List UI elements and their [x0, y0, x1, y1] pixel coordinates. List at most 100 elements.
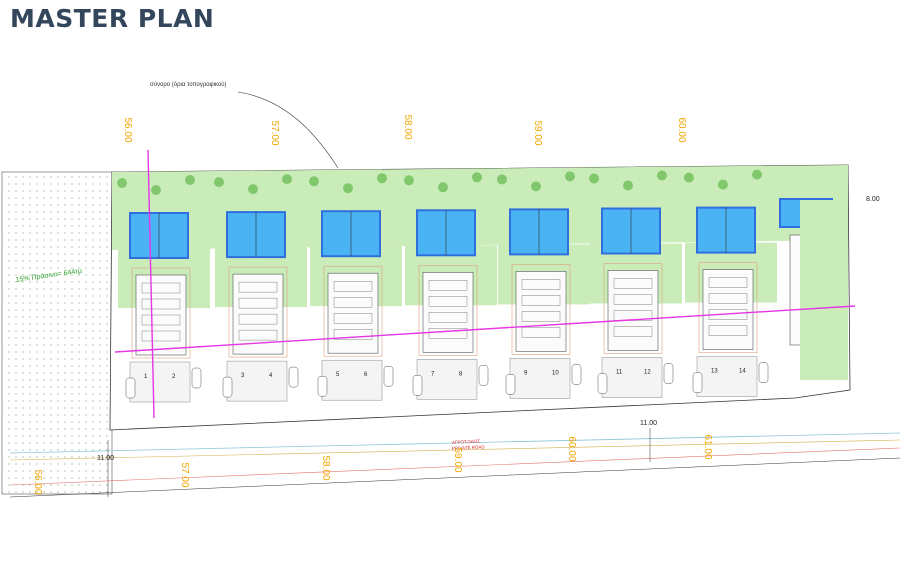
tree [472, 172, 482, 183]
room-outline [141, 282, 181, 294]
room-outline [708, 325, 748, 336]
contour-label: 60.00 [676, 117, 687, 142]
tree [589, 173, 599, 184]
unit-number: 5 [336, 372, 340, 378]
car [571, 364, 582, 385]
tree [343, 183, 353, 194]
boundary-leader-line [237, 91, 339, 169]
room-outline [521, 327, 561, 338]
unit-number: 8 [459, 371, 463, 377]
tree [752, 169, 762, 180]
unit-number: 14 [739, 369, 746, 375]
room-outline [333, 329, 373, 340]
parking-area [696, 356, 758, 397]
unit-number: 7 [431, 371, 435, 377]
tree [117, 178, 127, 188]
villa-row: 123456789101112131415 [117, 169, 833, 403]
car [758, 362, 769, 383]
room-outline [521, 279, 561, 290]
tree [309, 176, 319, 187]
car [383, 365, 394, 387]
room-outline [521, 311, 561, 322]
tree [565, 171, 575, 182]
tree [404, 175, 414, 186]
car [505, 374, 516, 395]
room-outline [333, 297, 373, 308]
tree [684, 172, 694, 183]
unit-number: 2 [172, 374, 176, 380]
room-outline [141, 314, 181, 326]
tree [438, 182, 448, 193]
unit-number: 9 [524, 370, 528, 376]
building-envelope [228, 266, 288, 358]
dotted-green-field [1, 171, 113, 495]
road-note-1: ΑΓΡΟΤ.ΟΔΟΣ [452, 439, 481, 445]
room-outline [428, 296, 468, 307]
contour-label: 57.00 [179, 462, 190, 487]
tree [377, 173, 387, 184]
tree [248, 184, 258, 195]
room-outline [141, 298, 181, 310]
tree [497, 174, 507, 185]
section-line-vertical [147, 149, 155, 419]
room-outline [238, 297, 278, 309]
room-outline [333, 281, 373, 292]
contour-label: 58.00 [320, 455, 331, 480]
building-envelope [511, 264, 571, 355]
building-envelope [131, 267, 191, 359]
end-lot-green [800, 200, 848, 380]
room-outline [708, 293, 748, 304]
parking-area [416, 359, 478, 400]
contour-label: 59.00 [532, 120, 543, 145]
contour-label: 60.00 [566, 436, 577, 461]
parking-area [226, 360, 288, 402]
car [191, 367, 202, 389]
contour-labels-bottom: 56.00 57.00 58.00 59.00 60.00 61.00 [32, 434, 713, 494]
car [478, 365, 489, 386]
boundary-note: σύνορο (όρια τοπογραφικού) [150, 81, 227, 88]
contour-label: 58.00 [402, 114, 413, 139]
parking-area [129, 361, 191, 403]
parking-area [321, 359, 383, 401]
unit-number: 1 [144, 374, 148, 380]
private-road [9, 432, 900, 498]
top-green-strip [112, 165, 848, 250]
contour-label: 61.00 [702, 434, 713, 459]
road-note-2: PRIVATE ROAD [452, 444, 486, 451]
car [222, 376, 233, 398]
room-outline [428, 280, 468, 291]
room-outline [428, 328, 468, 339]
unit-number: 13 [711, 369, 718, 375]
villa-block: 9 10 [497, 171, 590, 399]
contour-label: 56.00 [32, 469, 43, 494]
section-line-horizontal [114, 305, 856, 353]
road-width-left: 11.00 [97, 455, 114, 462]
tree [185, 175, 195, 185]
unit-number: 10 [552, 370, 559, 376]
car [317, 375, 328, 397]
room-outline [521, 295, 561, 306]
room-outline [238, 313, 278, 325]
room-outline [238, 329, 278, 341]
unit-number: 12 [644, 370, 651, 376]
tree [151, 185, 161, 195]
tree [657, 170, 667, 181]
building-envelope [323, 265, 383, 357]
villa-block: 13 14 [684, 169, 777, 397]
room-outline [613, 326, 653, 337]
tree [718, 179, 728, 190]
building-envelope [603, 263, 663, 354]
room-outline [333, 313, 373, 324]
contour-label: 59.00 [452, 447, 463, 472]
car [663, 363, 674, 384]
room-outline [613, 294, 653, 305]
room-outline [141, 330, 181, 342]
car [597, 373, 608, 394]
tree [531, 181, 541, 192]
